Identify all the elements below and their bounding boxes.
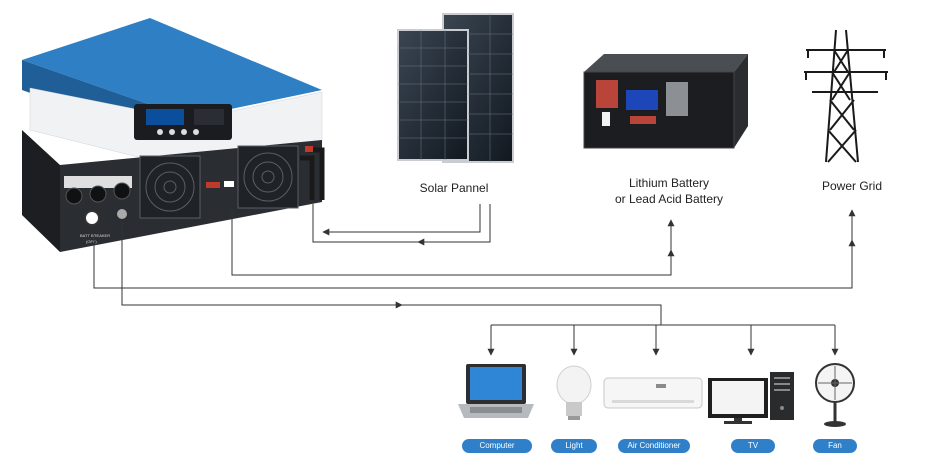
batt-breaker-port <box>84 210 100 226</box>
solar-panels <box>397 13 514 163</box>
battery-label-line1: Lithium Battery <box>628 176 710 190</box>
solar-label: Solar Pannel <box>419 181 489 195</box>
power-grid-tower <box>804 29 888 163</box>
load-label-computer: Computer <box>462 439 532 453</box>
wire-solar-2 <box>312 204 491 243</box>
load-label-tv: TV <box>731 439 775 453</box>
grid-label: Power Grid <box>821 179 883 193</box>
inverter: BATT BREAKER (OFF) <box>22 18 325 252</box>
wire-solar-1 <box>322 204 481 236</box>
battery-unit <box>583 54 748 149</box>
wiring <box>93 204 856 356</box>
light-bulb-icon <box>556 365 592 420</box>
inverter-top <box>22 18 322 118</box>
load-label-light: Light <box>551 439 597 453</box>
load-label-fan: Fan <box>813 439 857 453</box>
tv-icon <box>708 372 794 424</box>
load-label-air-conditioner: Air Conditioner <box>618 439 690 453</box>
wire-load <box>121 222 662 325</box>
port-label: BATT BREAKER <box>80 233 110 238</box>
battery-display <box>626 90 658 110</box>
fan-grille-1 <box>139 155 201 219</box>
fan-icon <box>815 363 855 427</box>
air-conditioner-icon <box>603 377 703 409</box>
battery-terminal <box>596 80 618 108</box>
computer-icon <box>458 364 534 418</box>
wire-battery <box>231 210 675 276</box>
fan-grille-2 <box>237 145 299 209</box>
battery-label-line2: or Lead Acid Battery <box>614 192 724 206</box>
port-label-2: (OFF) <box>86 239 97 244</box>
